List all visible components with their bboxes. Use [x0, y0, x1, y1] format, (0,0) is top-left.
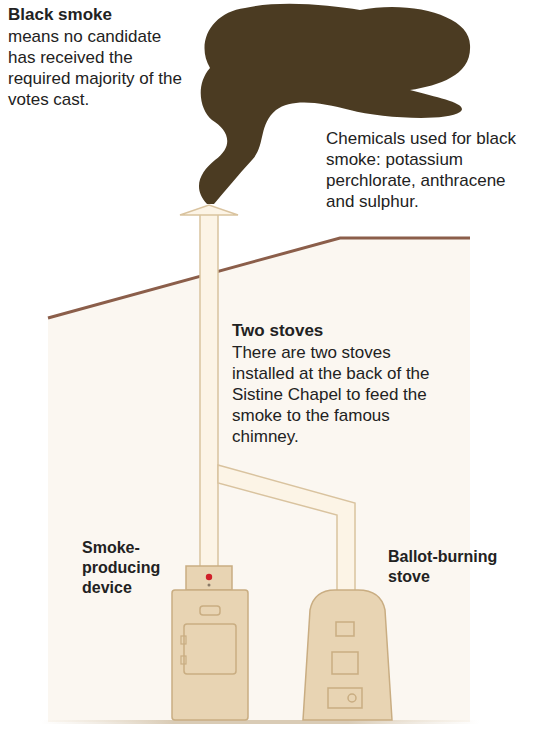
part-label: Smoke-producing device — [82, 538, 174, 598]
heading: Black smoke — [8, 4, 208, 25]
chapel-interior — [48, 238, 470, 722]
floor-line — [40, 720, 480, 724]
door-hinge — [181, 656, 186, 664]
chimney-cap — [180, 205, 238, 215]
pipe-joint — [201, 466, 217, 482]
stove-vent — [200, 606, 220, 615]
note-text: means no candidate has received the requ… — [8, 26, 193, 110]
heading: Two stoves — [232, 320, 432, 341]
part-label: Ballot-burning stove — [388, 547, 500, 587]
smoke-stove-body — [172, 590, 248, 720]
stove-door — [332, 652, 358, 674]
branch-pipe — [218, 465, 355, 592]
smoke-device-top — [186, 566, 232, 590]
door-hinge — [181, 636, 186, 644]
roof-line — [48, 238, 470, 318]
note-text: There are two stoves installed at the ba… — [232, 342, 437, 447]
ash-drawer — [328, 688, 362, 708]
ballot-stove-body — [303, 590, 392, 720]
stove-door — [184, 624, 236, 674]
stove-door — [336, 622, 354, 636]
device-red-light — [206, 574, 212, 580]
note-text: Chemicals used for black smoke: potassiu… — [326, 128, 531, 212]
chimney-pipe — [200, 214, 218, 568]
drawer-knob — [348, 694, 356, 702]
device-dot — [208, 584, 211, 587]
